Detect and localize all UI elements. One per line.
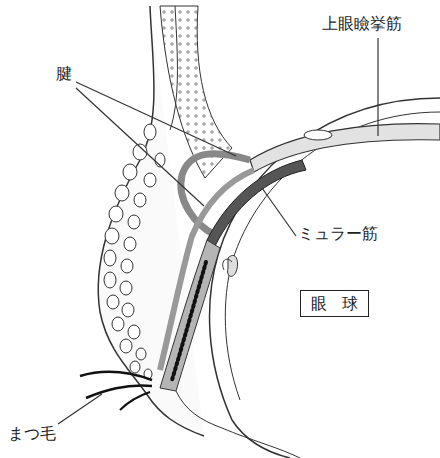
- muscle-label: 上眼瞼挙筋: [322, 14, 402, 33]
- eyelash-label: まつ毛: [8, 424, 56, 443]
- tendon-label: 腱: [56, 64, 72, 83]
- box-text: 眼 球: [311, 294, 358, 313]
- region-box: 眼 球: [300, 290, 369, 317]
- muscle-label: ミュラー筋: [298, 224, 378, 243]
